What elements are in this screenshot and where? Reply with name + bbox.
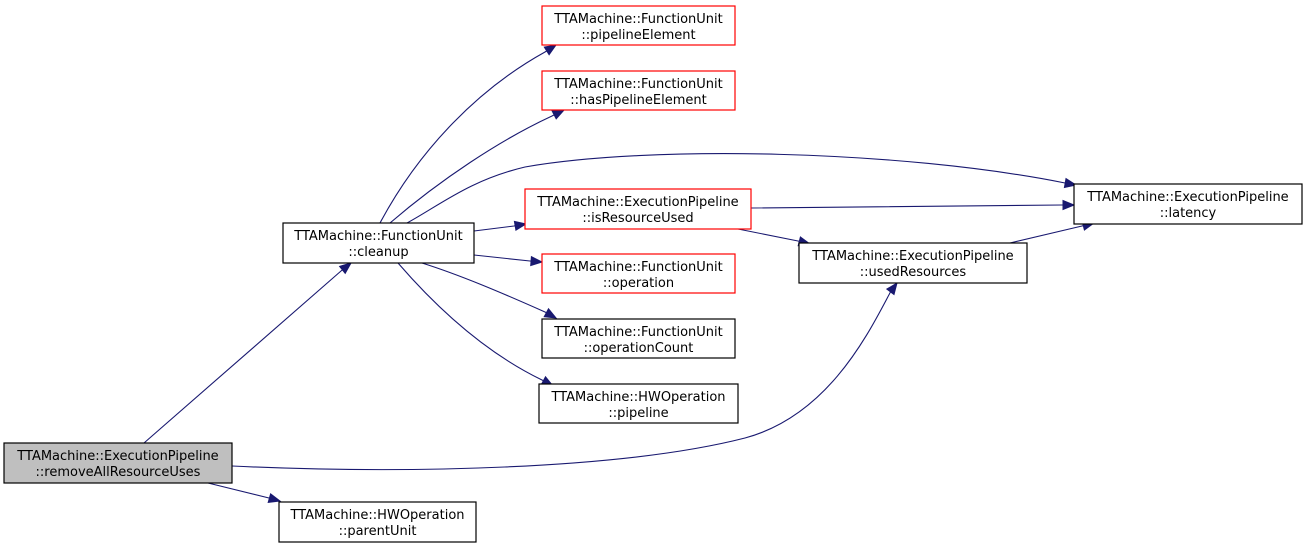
edge-line [473, 254, 532, 262]
node-operation[interactable]: TTAMachine::FunctionUnit::operation [541, 253, 736, 294]
node-box [1073, 183, 1303, 225]
node-method-label: ::usedResources [860, 265, 967, 280]
edge-line [750, 204, 1063, 209]
edge-line [231, 290, 892, 471]
arrowhead [551, 109, 566, 120]
node-method-label: ::operation [603, 276, 674, 291]
arrowhead [543, 44, 558, 56]
node-method-label: ::removeAllResourceUses [36, 465, 201, 480]
edge-cleanup-to-pipeline [397, 262, 555, 387]
node-parentUnit[interactable]: TTAMachine::HWOperation::parentUnit [278, 501, 477, 543]
edge-removeAllResourceUses-to-cleanup [143, 262, 353, 444]
arrowhead [513, 220, 528, 232]
node-box [541, 253, 736, 294]
arrowhead [530, 255, 544, 267]
node-method-label: ::pipeline [608, 406, 668, 421]
node-class-label: TTAMachine::ExecutionPipeline [811, 249, 1013, 264]
node-pipeline[interactable]: TTAMachine::HWOperation::pipeline [538, 383, 739, 424]
node-box [541, 318, 736, 359]
edge-removeAllResourceUses-to-parentUnit [207, 482, 282, 503]
edge-line [421, 262, 547, 314]
edge-line [379, 50, 547, 224]
node-method-label: ::parentUnit [339, 524, 417, 539]
arrowhead [267, 492, 282, 503]
node-class-label: TTAMachine::HWOperation [550, 390, 725, 405]
arrowhead [1062, 199, 1076, 211]
edge-removeAllResourceUses-to-usedResources [231, 281, 898, 471]
edge-line [473, 225, 516, 232]
node-method-label: ::isResourceUsed [582, 211, 693, 226]
node-class-label: TTAMachine::FunctionUnit [553, 260, 722, 275]
node-box [524, 188, 752, 230]
node-class-label: TTAMachine::FunctionUnit [553, 12, 722, 27]
edge-line [143, 269, 343, 444]
node-method-label: ::latency [1160, 206, 1217, 221]
node-box [541, 5, 736, 46]
node-class-label: TTAMachine::FunctionUnit [553, 77, 722, 92]
node-layer: TTAMachine::ExecutionPipeline::removeAll… [3, 5, 1303, 543]
node-pipelineElement[interactable]: TTAMachine::FunctionUnit::pipelineElemen… [541, 5, 736, 46]
node-box [798, 242, 1028, 284]
node-method-label: ::hasPipelineElement [570, 93, 706, 108]
edge-line [397, 262, 544, 382]
edge-line [1009, 225, 1084, 244]
arrowhead [1063, 177, 1078, 189]
node-method-label: ::pipelineElement [581, 28, 695, 43]
edge-layer [143, 44, 1096, 503]
node-class-label: TTAMachine::FunctionUnit [553, 325, 722, 340]
edge-line [389, 114, 555, 224]
node-box [538, 383, 739, 424]
node-isResourceUsed[interactable]: TTAMachine::ExecutionPipeline::isResourc… [524, 188, 752, 230]
edge-line [207, 482, 270, 499]
edge-cleanup-to-isResourceUsed [473, 220, 528, 232]
node-class-label: TTAMachine::ExecutionPipeline [536, 195, 738, 210]
edge-cleanup-to-latency [406, 153, 1078, 224]
node-class-label: TTAMachine::ExecutionPipeline [1086, 190, 1288, 205]
node-usedResources[interactable]: TTAMachine::ExecutionPipeline::usedResou… [798, 242, 1028, 284]
node-box [541, 70, 736, 111]
node-cleanup[interactable]: TTAMachine::FunctionUnit::cleanup [282, 222, 475, 264]
node-removeAllResourceUses: TTAMachine::ExecutionPipeline::removeAll… [3, 442, 233, 484]
node-class-label: TTAMachine::FunctionUnit [293, 229, 462, 244]
node-box [282, 222, 475, 264]
node-class-label: TTAMachine::HWOperation [289, 508, 464, 523]
edge-cleanup-to-pipelineElement [379, 44, 558, 224]
edge-isResourceUsed-to-latency [750, 199, 1076, 211]
node-box [278, 501, 477, 543]
edge-cleanup-to-operationCount [421, 262, 558, 319]
node-latency[interactable]: TTAMachine::ExecutionPipeline::latency [1073, 183, 1303, 225]
edge-line [406, 153, 1066, 224]
node-operationCount[interactable]: TTAMachine::FunctionUnit::operationCount [541, 318, 736, 359]
arrowhead [885, 281, 898, 296]
node-method-label: ::operationCount [584, 341, 694, 356]
node-hasPipelineElement[interactable]: TTAMachine::FunctionUnit::hasPipelineEle… [541, 70, 736, 111]
edge-cleanup-to-operation [473, 254, 544, 267]
arrowhead [543, 307, 558, 319]
arrowhead [338, 262, 353, 275]
node-method-label: ::cleanup [348, 245, 408, 260]
node-class-label: TTAMachine::ExecutionPipeline [16, 449, 218, 464]
edge-line [737, 228, 800, 242]
node-box [3, 442, 233, 484]
